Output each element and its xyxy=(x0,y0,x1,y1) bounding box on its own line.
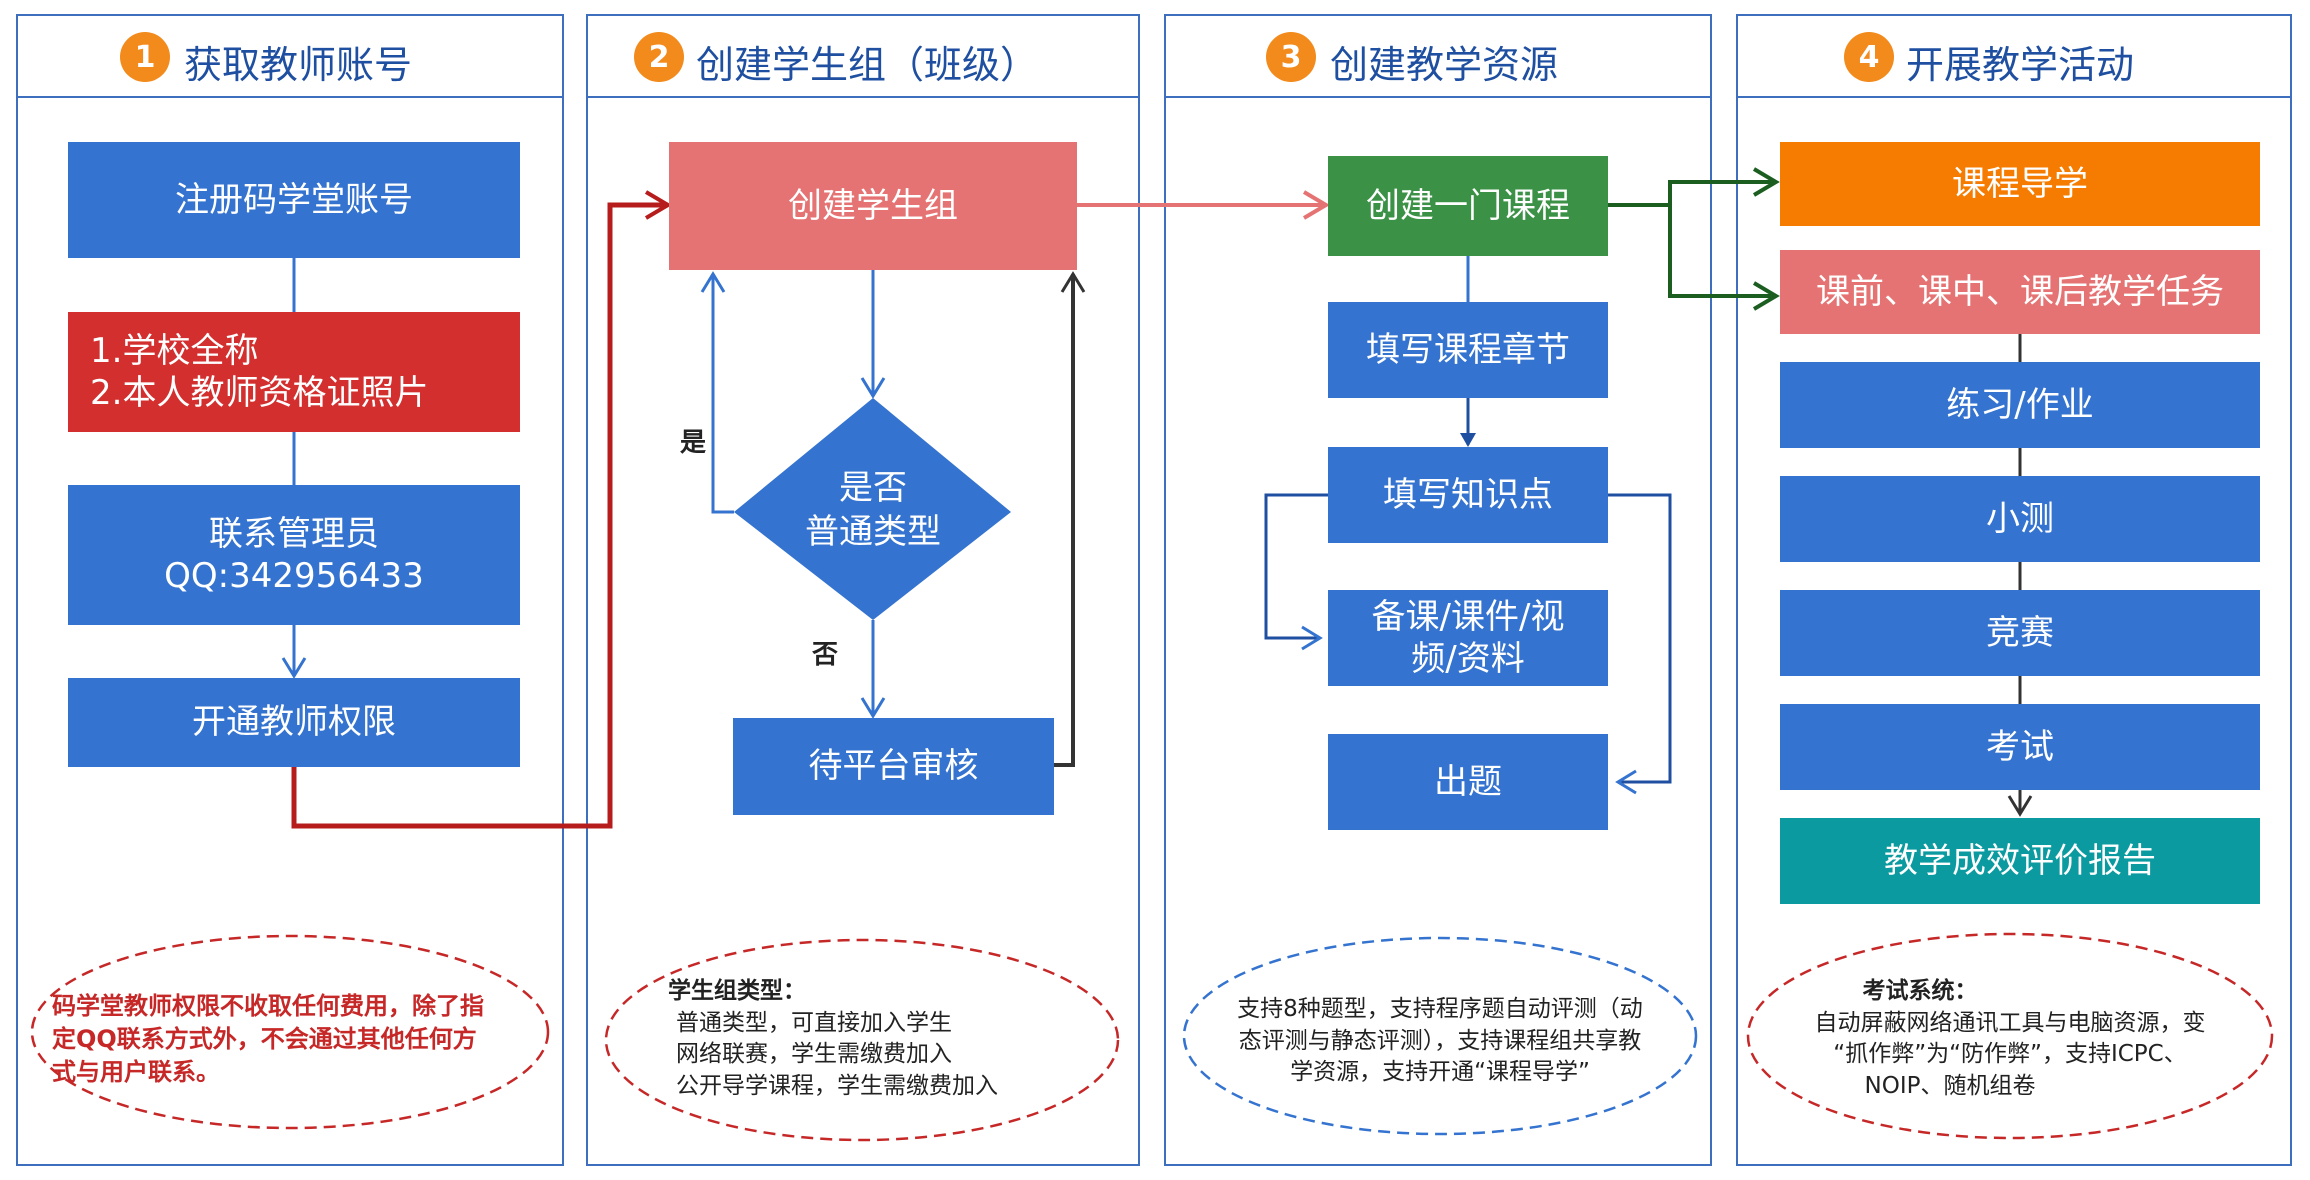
requirement-item: 1.学校全称 xyxy=(90,330,259,371)
decision-line: 是否 xyxy=(839,468,907,508)
note-ellipse xyxy=(604,938,1120,1142)
group-types-note: 学生组类型： 普通类型，可直接加入学生 网络联赛，学生需缴费加入 公开导学课程，… xyxy=(668,976,1068,1103)
note-line: “抓作弊”为“防作弊”，支持ICPC、 xyxy=(1833,1041,2187,1068)
fee-note: 码学堂教师权限不收取任何费用，除了指 定QQ联系方式外，不会通过其他任何方 式与… xyxy=(52,990,532,1089)
step-badge: 1 xyxy=(120,32,170,82)
step-badge: 3 xyxy=(1266,32,1316,82)
question-types-note: 支持8种题型，支持程序题自动评测（动 态评测与静态评测），支持课程组共享教 学资… xyxy=(1200,994,1680,1089)
materials-box: 备课/课件/视 频/资料 xyxy=(1328,590,1608,686)
decision-label: 是否 普通类型 xyxy=(773,466,973,554)
step-title: 创建教学资源 xyxy=(1330,43,1559,87)
knowledge-to-questions-arrow xyxy=(1608,493,1672,795)
create-course-box: 创建一门课程 xyxy=(1328,156,1608,256)
pending-review-box: 待平台审核 xyxy=(733,718,1054,815)
note-line: 式与用户联系。 xyxy=(52,1058,220,1087)
step-title: 获取教师账号 xyxy=(184,43,413,87)
course-to-tasks-arrow xyxy=(1668,205,1780,311)
note-ellipse xyxy=(1746,932,2274,1140)
knowledge-to-materials-arrow xyxy=(1264,493,1328,651)
requirements-box: 1.学校全称 2.本人教师资格证照片 xyxy=(68,312,520,432)
decision-line: 普通类型 xyxy=(805,512,941,553)
materials-line: 备课/课件/视 xyxy=(1371,596,1565,637)
contact-admin-box: 联系管理员 QQ:342956433 xyxy=(68,485,520,625)
yes-label: 是 xyxy=(680,428,707,458)
course-guide-box: 课程导学 xyxy=(1780,142,2260,226)
knowledge-points-box: 填写知识点 xyxy=(1328,447,1608,543)
note-title: 学生组类型： xyxy=(668,978,806,1004)
step-title: 创建学生组（班级） xyxy=(696,43,1039,87)
note-line: NOIP、随机组卷 xyxy=(1864,1073,2036,1100)
practice-homework-box: 练习/作业 xyxy=(1780,362,2260,448)
note-line: 自动屏蔽网络通讯工具与电脑资源，变 xyxy=(1814,1009,2206,1036)
column-header: 2 创建学生组（班级） xyxy=(588,16,1138,98)
column-header: 3 创建教学资源 xyxy=(1166,16,1710,98)
review-return-arrow xyxy=(1054,271,1086,767)
step-title: 开展教学活动 xyxy=(1906,43,2135,87)
activate-teacher-box: 开通教师权限 xyxy=(68,678,520,767)
note-line: 码学堂教师权限不收取任何费用，除了指 xyxy=(52,992,484,1020)
note-ellipse xyxy=(30,934,550,1130)
materials-line: 频/资料 xyxy=(1411,639,1525,679)
note-ellipse xyxy=(1182,936,1698,1136)
contact-label: 联系管理员 xyxy=(209,513,379,554)
note-line: 支持8种题型，支持程序题自动评测（动 xyxy=(1237,996,1643,1022)
note-line: 定QQ联系方式外，不会通过其他任何方 xyxy=(52,1025,477,1054)
column-header: 1 获取教师账号 xyxy=(18,16,562,98)
yes-loop-arrow xyxy=(700,271,734,514)
step-badge: 2 xyxy=(634,32,684,82)
note-line: 学资源，支持开通“课程导学” xyxy=(1290,1059,1590,1086)
create-questions-box: 出题 xyxy=(1328,734,1608,830)
evaluation-report-box: 教学成效评价报告 xyxy=(1780,818,2260,904)
requirement-item: 2.本人教师资格证照片 xyxy=(90,373,429,413)
quiz-box: 小测 xyxy=(1780,476,2260,562)
course-to-guide-arrow xyxy=(1608,167,1780,207)
contest-box: 竞赛 xyxy=(1780,590,2260,676)
step-badge: 4 xyxy=(1844,32,1894,82)
teaching-tasks-box: 课前、课中、课后教学任务 xyxy=(1780,250,2260,334)
activate-to-group-arrow xyxy=(291,190,672,829)
note-line: 普通类型，可直接加入学生 xyxy=(676,1009,952,1036)
note-line: 网络联赛，学生需缴费加入 xyxy=(676,1041,952,1068)
note-title: 考试系统： xyxy=(1862,978,1978,1004)
note-line: 公开导学课程，学生需缴费加入 xyxy=(676,1073,998,1100)
create-group-box: 创建学生组 xyxy=(669,142,1077,270)
exam-box: 考试 xyxy=(1780,704,2260,790)
no-label: 否 xyxy=(812,640,839,670)
contact-qq: QQ:342956433 xyxy=(164,556,424,596)
register-account-box: 注册码学堂账号 xyxy=(68,142,520,258)
exam-system-note: 考试系统： 自动屏蔽网络通讯工具与电脑资源，变 “抓作弊”为“防作弊”，支持IC… xyxy=(1770,976,2250,1103)
note-line: 态评测与静态评测），支持课程组共享教 xyxy=(1238,1027,1642,1054)
column-header: 4 开展教学活动 xyxy=(1738,16,2290,98)
course-chapters-box: 填写课程章节 xyxy=(1328,302,1608,398)
decision-diamond xyxy=(734,398,1011,620)
